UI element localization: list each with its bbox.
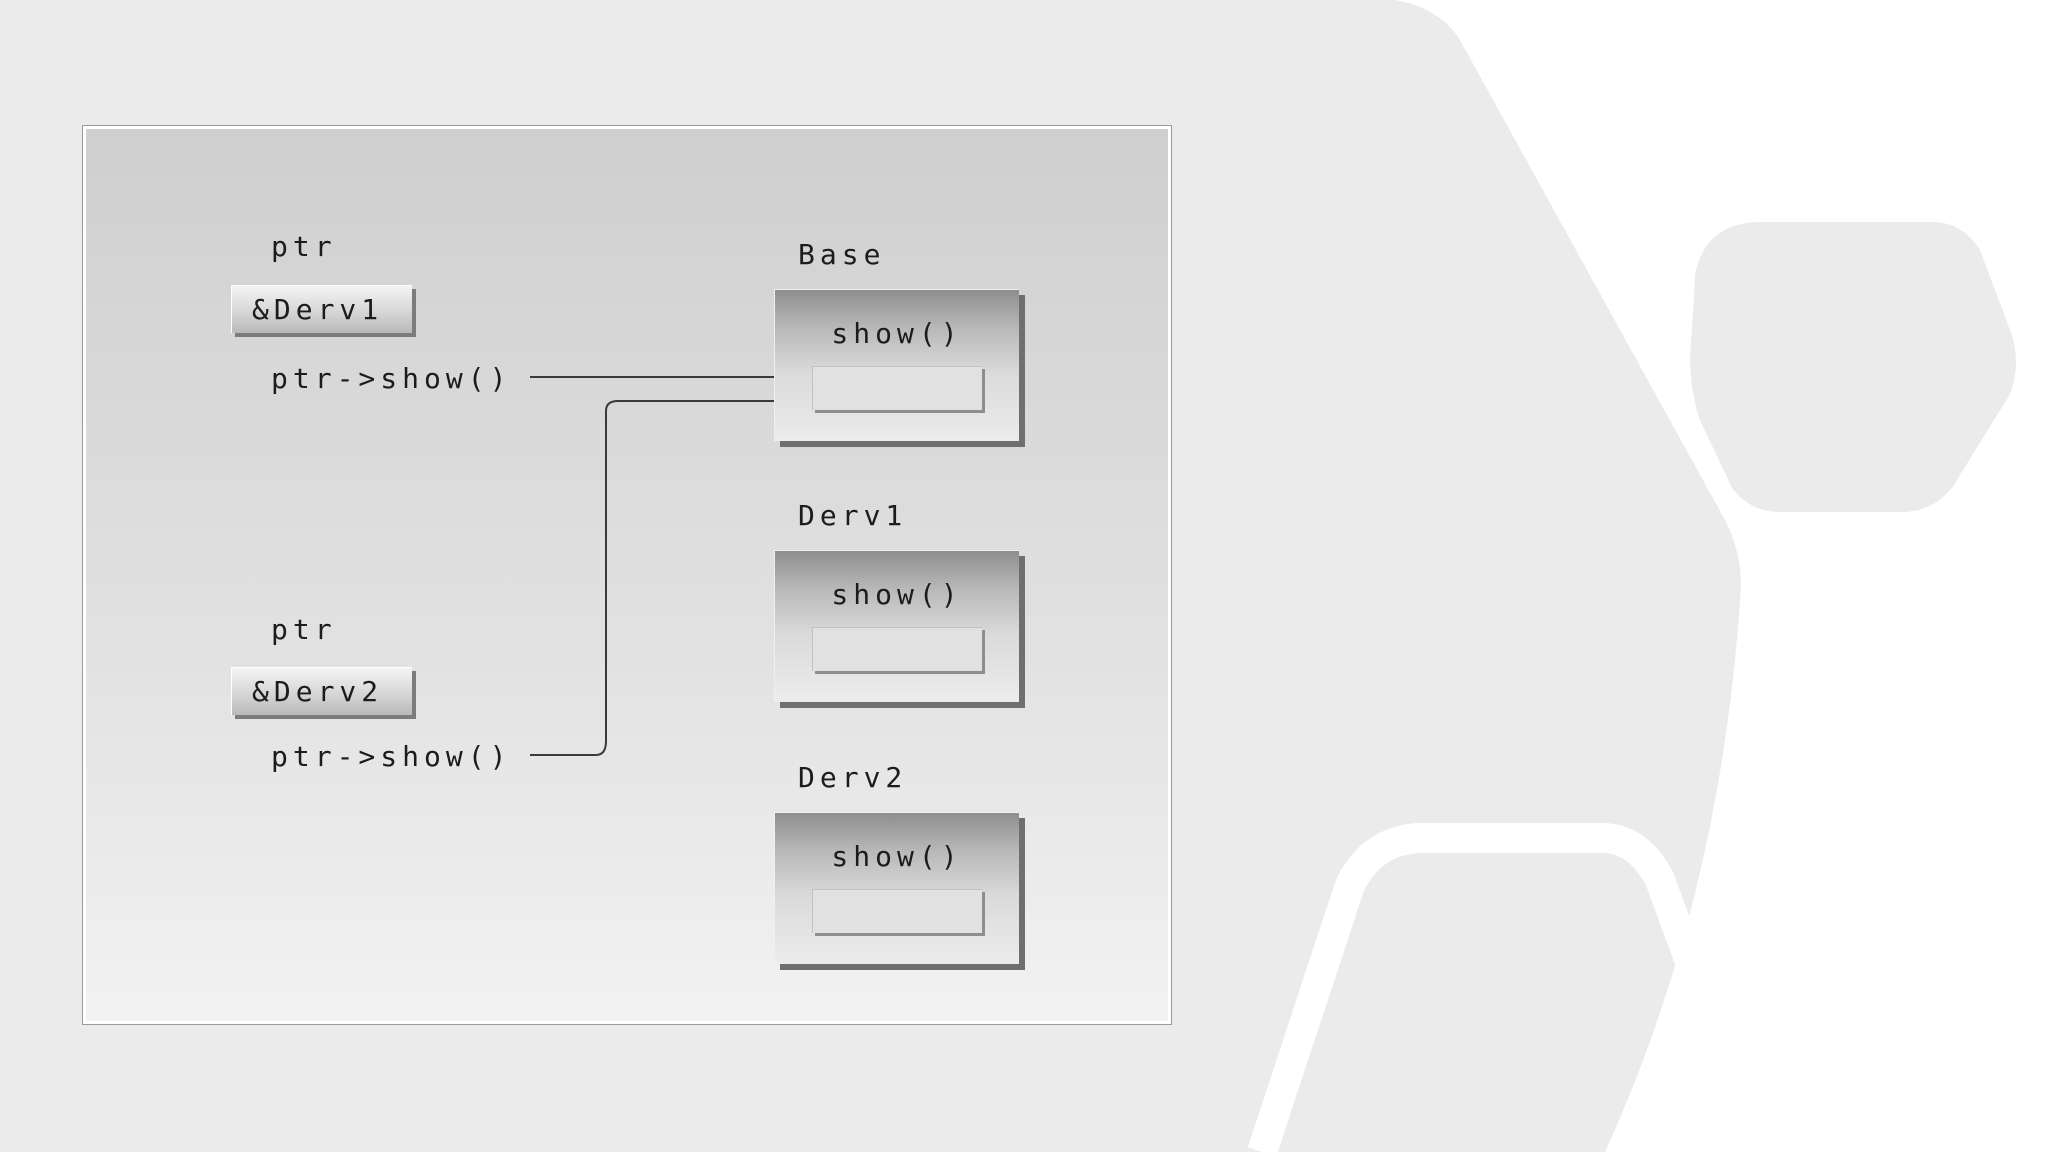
- inheritance-diagram: ptr &Derv1 ptr->show() ptr &Derv2 ptr->s…: [82, 125, 1172, 1025]
- pointer-label-1: ptr: [271, 230, 337, 263]
- object-slot-derv2: [812, 889, 982, 933]
- object-box-derv2: show(): [774, 812, 1019, 964]
- decorative-hexagon-small: [1690, 222, 2016, 512]
- object-member-derv1-show: show(): [831, 578, 963, 611]
- object-member-derv2-show: show(): [831, 840, 963, 873]
- object-name-base: Base: [798, 238, 886, 271]
- pointer-call-1: ptr->show(): [271, 362, 512, 395]
- object-box-base: show(): [774, 289, 1019, 441]
- decorative-hexagon-outline: [1247, 823, 1775, 1152]
- object-name-derv2: Derv2: [798, 761, 908, 794]
- pointer-call-2: ptr->show(): [271, 740, 512, 773]
- pointer-label-2: ptr: [271, 613, 337, 646]
- object-box-derv1: show(): [774, 550, 1019, 702]
- object-slot-base: [812, 366, 982, 410]
- pointer-value-box-1: &Derv1: [231, 285, 412, 333]
- arrow-derv2-to-base-show: [530, 397, 798, 756]
- object-member-base-show: show(): [831, 317, 963, 350]
- pointer-value-box-2: &Derv2: [231, 667, 412, 715]
- object-slot-derv1: [812, 627, 982, 671]
- object-name-derv1: Derv1: [798, 499, 908, 532]
